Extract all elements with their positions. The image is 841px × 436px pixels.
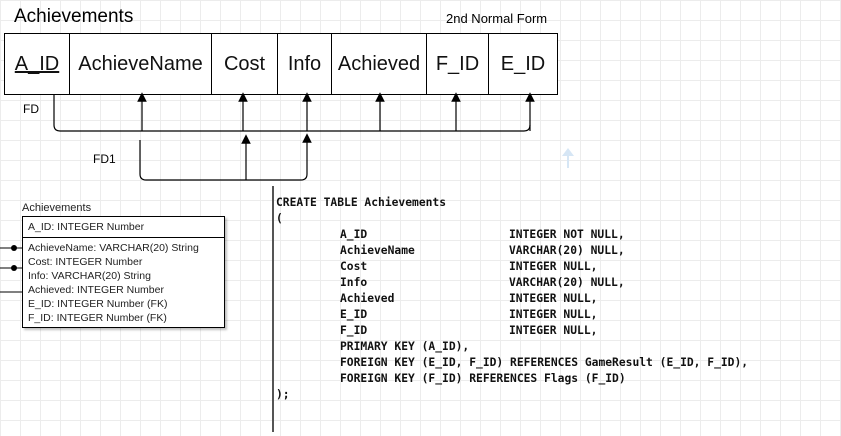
- sql-column-name: A_ID: [340, 228, 368, 241]
- column-achievename: AchieveName: [70, 34, 212, 94]
- sql-column-type: INTEGER NULL,: [509, 324, 598, 337]
- up-arrow-icon: [562, 148, 574, 168]
- column-a-id: A_ID: [5, 34, 70, 94]
- column-f-id: F_ID: [427, 34, 489, 94]
- er-attribute: AchieveName: VARCHAR(20) String: [28, 242, 199, 254]
- sql-column-row: Achieved INTEGER NULL,: [276, 291, 748, 307]
- column-achieved: Achieved: [332, 34, 427, 94]
- fd-line: [53, 94, 531, 132]
- diagram-title: Achievements: [14, 6, 134, 27]
- sql-open-paren: (: [276, 212, 283, 225]
- sql-column-type: VARCHAR(20) NULL,: [509, 276, 625, 289]
- er-primary-key: A_ID: INTEGER Number: [23, 217, 224, 238]
- sql-foreign-key: FOREIGN KEY (E_ID, F_ID) REFERENCES Game…: [340, 356, 749, 369]
- sql-column-name: AchieveName: [340, 244, 415, 257]
- er-entity-title: Achievements: [22, 202, 92, 214]
- er-attribute: E_ID: INTEGER Number (FK): [28, 298, 168, 310]
- sql-column-row: Info VARCHAR(20) NULL,: [276, 275, 748, 291]
- sql-column-row: F_ID INTEGER NULL,: [276, 323, 748, 339]
- sql-column-type: VARCHAR(20) NULL,: [509, 244, 625, 257]
- er-attribute: Achieved: INTEGER Number: [28, 284, 164, 296]
- panel-divider: [272, 186, 274, 432]
- sql-primary-key: PRIMARY KEY (A_ID),: [340, 340, 470, 353]
- sql-column-type: INTEGER NULL,: [509, 260, 598, 273]
- sql-column-row: E_ID INTEGER NULL,: [276, 307, 748, 323]
- sql-column-name: F_ID: [340, 324, 368, 337]
- er-entity-box: A_ID: INTEGER Number AchieveName: VARCHA…: [22, 216, 225, 328]
- er-attribute: Info: VARCHAR(20) String: [28, 270, 151, 282]
- er-attribute-list: AchieveName: VARCHAR(20) String Cost: IN…: [23, 238, 224, 327]
- sql-column-row: A_ID INTEGER NOT NULL,: [276, 227, 748, 243]
- sql-column-row: Cost INTEGER NULL,: [276, 259, 748, 275]
- sql-column-name: E_ID: [340, 308, 368, 321]
- sql-code-block: CREATE TABLE Achievements ( A_ID INTEGER …: [276, 195, 748, 403]
- sql-column-name: Info: [340, 276, 368, 289]
- sql-foreign-key: FOREIGN KEY (F_ID) REFERENCES Flags (F_I…: [340, 372, 626, 385]
- sql-column-name: Cost: [340, 260, 368, 273]
- sql-column-type: INTEGER NULL,: [509, 292, 598, 305]
- column-e-id: E_ID: [489, 34, 558, 94]
- er-connectors: [0, 245, 22, 293]
- fd1-label: FD1: [93, 152, 116, 166]
- normal-form-label: 2nd Normal Form: [446, 11, 548, 26]
- dependency-table: A_ID AchieveName Cost Info Achieved F_ID…: [4, 33, 558, 95]
- dependency-arrows: [53, 92, 574, 181]
- fd1-line: [139, 133, 312, 181]
- er-attribute: F_ID: INTEGER Number (FK): [28, 312, 167, 324]
- fd-label: FD: [23, 102, 39, 116]
- sql-column-type: INTEGER NOT NULL,: [509, 228, 625, 241]
- column-cost: Cost: [212, 34, 278, 94]
- sql-column-row: AchieveName VARCHAR(20) NULL,: [276, 243, 748, 259]
- sql-create-line: CREATE TABLE Achievements: [276, 196, 447, 209]
- sql-column-name: Achieved: [340, 292, 395, 305]
- column-info: Info: [278, 34, 332, 94]
- sql-close: );: [276, 388, 290, 401]
- er-attribute: Cost: INTEGER Number: [28, 256, 143, 268]
- sql-column-type: INTEGER NULL,: [509, 308, 598, 321]
